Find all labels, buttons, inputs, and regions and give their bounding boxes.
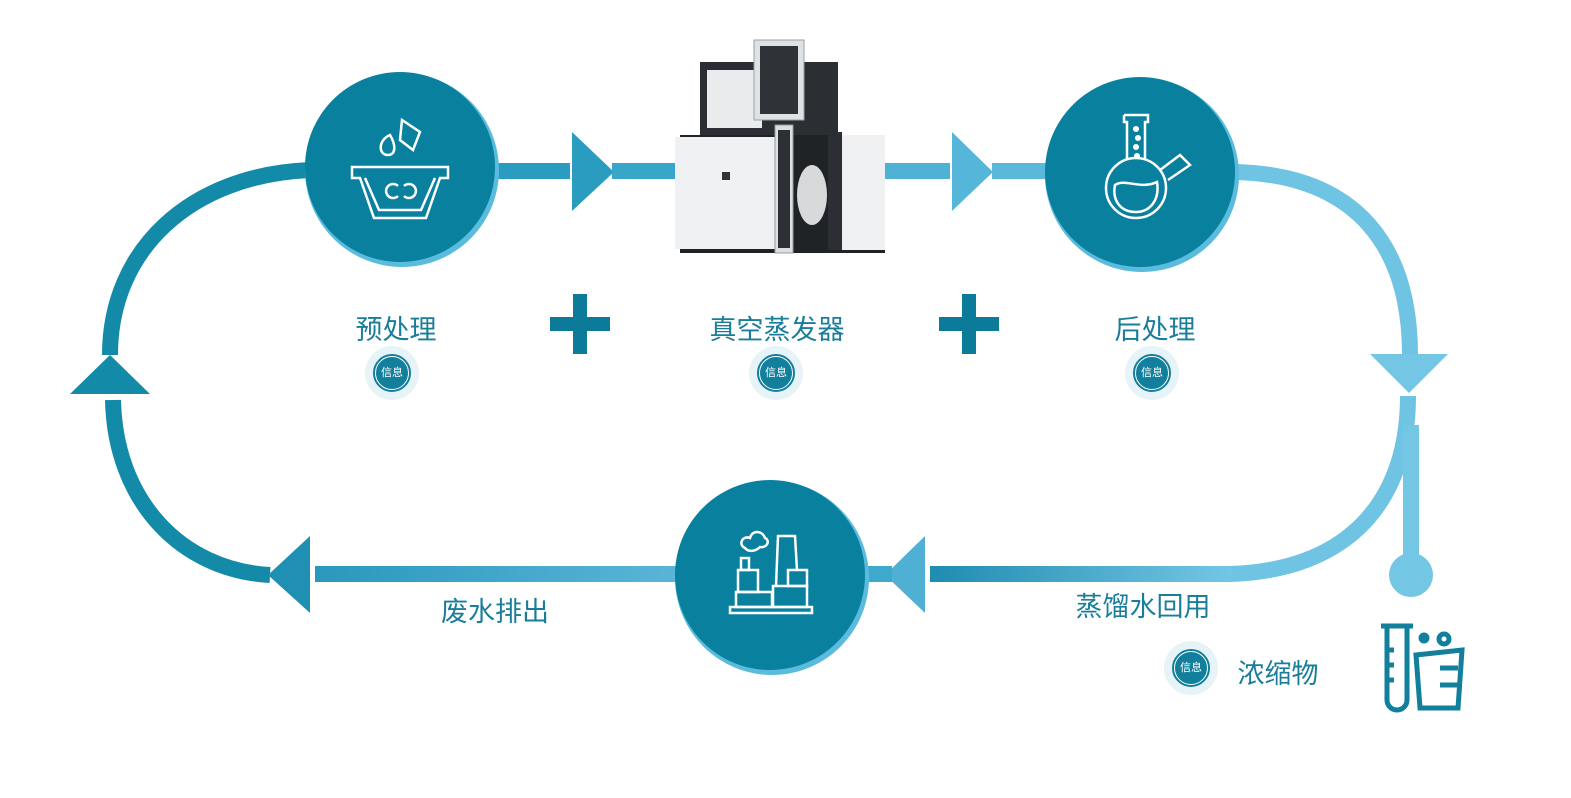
arrow-down-right [1370,354,1448,393]
concentrate-branch-line [1403,425,1419,575]
info-badge-text: 信息 [1141,366,1163,379]
flow-line-top-4 [992,163,1052,179]
flow-line-top-3 [885,163,950,179]
plus-icon-2 [939,294,999,354]
distilled-reuse-label: 蒸馏水回用 [1075,592,1211,623]
info-badge-text: 信息 [381,366,403,379]
concentrate-branch-dot [1389,553,1433,597]
basin-recycle-icon [350,117,450,220]
arrow-up-left [70,355,150,394]
arrow-right-1 [572,132,614,211]
flow-line-top-1 [495,163,570,179]
flask-icon [1104,113,1192,220]
posttreatment-node[interactable] [1045,77,1239,272]
info-badge-text: 信息 [1180,661,1202,674]
arrow-left-bottom-right [885,536,925,613]
factory-icon [728,530,814,615]
arrow-left-bottom-left [268,536,310,613]
test-tube-beaker-icon [1381,623,1465,713]
info-badge-text: 信息 [765,366,787,379]
pretreatment-label: 预处理 [355,315,437,346]
concentrate-label: 浓缩物 [1237,659,1319,690]
evaporator-label: 真空蒸发器 [709,315,845,346]
flow-line-top-2 [612,163,682,179]
flow-line-bottom-right [930,566,1232,582]
arrow-right-2 [952,132,993,211]
pretreatment-info-button[interactable]: 信息 [365,346,419,400]
flow-arc-right-bottom [1229,395,1416,582]
plus-icon-1 [550,294,610,354]
waste-discharge-label: 废水排出 [441,597,549,628]
evaporator-info-button[interactable]: 信息 [749,346,803,400]
flow-line-bottom-mid [862,566,892,582]
flow-line-bottom-left [315,566,680,582]
flow-arc-left-bottom [105,399,271,583]
vacuum-evaporator-machine-image[interactable] [675,39,885,254]
pretreatment-node[interactable] [305,72,499,267]
concentrate-info-button[interactable]: 信息 [1164,641,1218,695]
posttreatment-info-button[interactable]: 信息 [1125,346,1179,400]
flow-arc-right-top [1234,164,1418,356]
posttreatment-label: 后处理 [1114,315,1196,346]
flow-arc-left-top [102,162,311,356]
factory-node[interactable] [675,480,869,675]
